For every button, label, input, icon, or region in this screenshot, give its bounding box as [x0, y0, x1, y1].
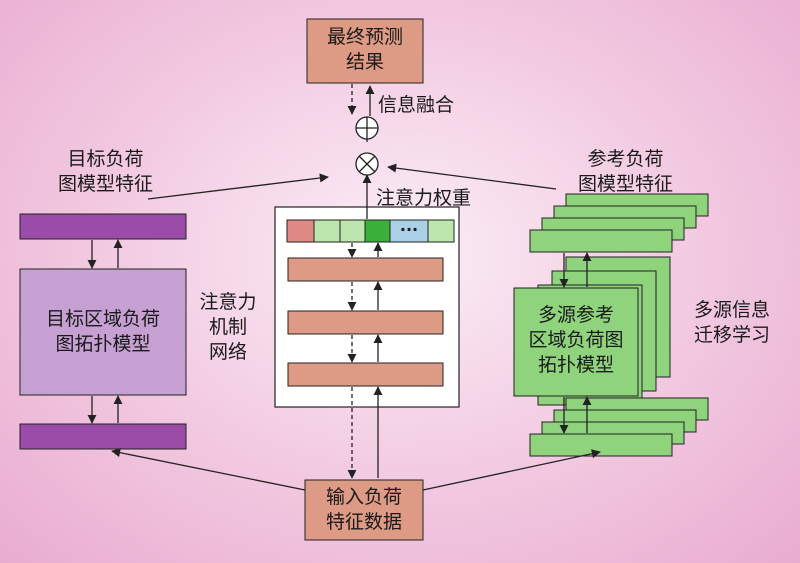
final-result-box [306, 18, 424, 84]
attention-cell-1 [286, 219, 315, 243]
info-fusion-label: 信息融合 [378, 94, 455, 116]
attention-cell-4 [364, 219, 391, 243]
attention-layer-1 [287, 257, 444, 282]
final-result-label: 最终预测 结果 [326, 26, 403, 73]
target-topology-box [19, 268, 187, 396]
input-data-label: 输入负荷 特征数据 [325, 486, 402, 533]
multi-source-topology-box [513, 287, 639, 397]
ref-feature-label: 参考负荷 图模型特征 [578, 148, 674, 195]
target-feature-label: 目标负荷 图模型特征 [58, 148, 154, 195]
attention-network-label: 注意力 机制 网络 [199, 291, 257, 363]
attention-cell-2 [313, 219, 341, 243]
attention-layer-2 [287, 310, 444, 335]
attention-cell-3 [339, 219, 366, 243]
multi-source-topology-label: 多源参考 区域负荷图 拓扑模型 [528, 304, 624, 376]
multi-source-transfer-label: 多源信息 迁移学习 [693, 299, 770, 346]
target-topology-label: 目标区域负荷 图拓扑模型 [45, 308, 160, 355]
target-input-layer [19, 423, 187, 450]
ref-input-layer [529, 433, 673, 457]
attention-cell-last [427, 219, 455, 243]
attention-weight-label: 注意力权重 [376, 187, 472, 209]
attention-ellipsis: ··· [399, 220, 419, 239]
target-feature-layer [19, 213, 187, 240]
input-data-box [304, 479, 424, 541]
attention-layer-3 [287, 362, 444, 387]
